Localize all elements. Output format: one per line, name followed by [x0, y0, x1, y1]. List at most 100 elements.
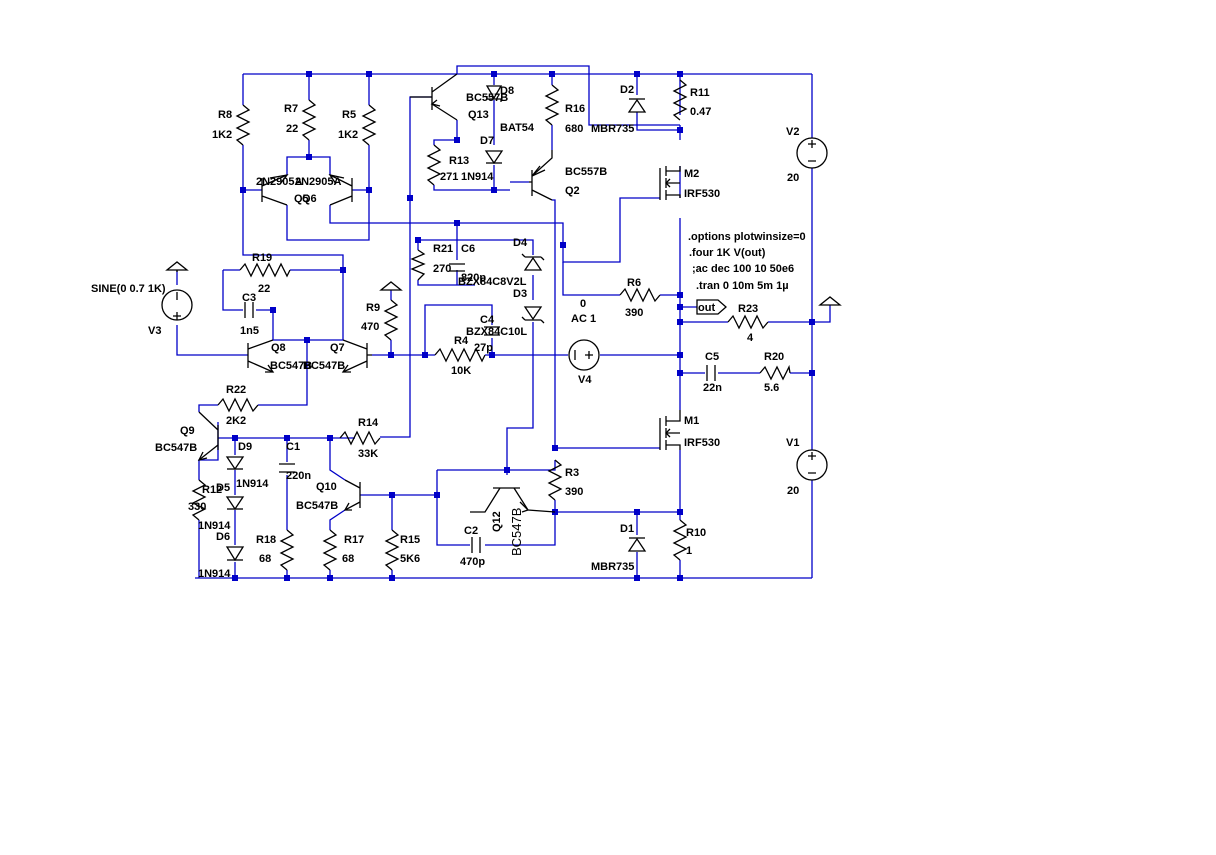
label-d3: D3	[513, 288, 527, 300]
label-m2: M2	[684, 168, 699, 180]
label-r16: R16	[565, 103, 585, 115]
capacitor-c4	[484, 326, 500, 336]
type-d4: BZX84C8V2L	[458, 276, 527, 288]
value-c3: 1n5	[240, 325, 259, 337]
transistor-q10	[343, 479, 361, 511]
label-q2: Q2	[565, 185, 580, 197]
value-r21: 270	[433, 263, 451, 275]
label-d8: D8	[500, 85, 514, 97]
label-d7: D7	[480, 135, 494, 147]
label-v1: V1	[786, 437, 799, 449]
value-r6: 390	[625, 307, 643, 319]
component-labels: R8 1K2 R7 22 R5 1K2 BC557B Q13 D8 BAT54 …	[91, 84, 799, 580]
type-m1: IRF530	[684, 437, 720, 449]
type-d5: 1N914	[198, 520, 231, 532]
label-d2: D2	[620, 84, 634, 96]
value-r14: 33K	[358, 448, 378, 460]
diode-d9	[225, 456, 245, 471]
transistor-q5	[261, 174, 289, 206]
type-d2: MBR735	[591, 123, 634, 135]
label-r23: R23	[738, 303, 758, 315]
label-d4: D4	[513, 237, 528, 249]
value-c1: 220n	[286, 470, 311, 482]
resistor-r4	[434, 347, 486, 363]
value-r15: 5K6	[400, 553, 420, 565]
source-v2	[796, 137, 828, 169]
value-c5: 22n	[703, 382, 722, 394]
diode-d1	[627, 537, 647, 552]
resistor-r18	[279, 529, 295, 571]
label-r7: R7	[284, 103, 298, 115]
label-q10: Q10	[316, 481, 337, 493]
label-d6: D6	[216, 531, 230, 543]
zener-d3	[521, 306, 545, 324]
directive-options: .options plotwinsize=0	[688, 231, 806, 243]
type-q6: 2N2905A	[295, 176, 342, 188]
type-m2: IRF530	[684, 188, 720, 200]
source-v4	[568, 339, 600, 371]
resistor-r16	[544, 84, 560, 126]
type-d6: 1N914	[198, 568, 231, 580]
label-m1: M1	[684, 415, 699, 427]
label-c6: C6	[461, 243, 475, 255]
value-r13: 271	[440, 171, 458, 183]
label-r11: R11	[690, 87, 710, 99]
resistor-r9	[383, 299, 399, 341]
label-r17: R17	[344, 534, 364, 546]
label-q6: Q6	[302, 193, 317, 205]
resistor-r13	[426, 144, 442, 186]
label-q13: Q13	[468, 109, 489, 121]
label-c2: C2	[464, 525, 478, 537]
resistor-r10	[672, 519, 688, 561]
net-label-out	[696, 299, 727, 315]
value-v1: 20	[787, 485, 799, 497]
resistor-r14	[339, 430, 381, 446]
resistor-r20	[759, 364, 791, 381]
resistor-r23	[727, 314, 769, 330]
capacitor-c3	[244, 302, 254, 318]
label-r15: R15	[400, 534, 420, 546]
diode-d2	[627, 98, 647, 113]
resistor-r5	[361, 104, 377, 146]
capacitor-c1	[279, 463, 295, 473]
value-r8: 1K2	[212, 129, 232, 141]
label-r20: R20	[764, 351, 784, 363]
type-q13: BC557B	[466, 92, 508, 104]
value-v4-ac: AC 1	[571, 313, 596, 325]
value-v4-dc: 0	[580, 298, 586, 310]
value-c6: 820p	[461, 272, 486, 284]
value-c2: 470p	[460, 556, 485, 568]
label-r8: R8	[218, 109, 232, 121]
transistor-q6	[328, 174, 353, 206]
resistor-r19	[239, 262, 291, 278]
resistor-r21	[410, 249, 426, 281]
label-r10: R10	[686, 527, 706, 539]
label-r3: R3	[565, 467, 579, 479]
diode-d8	[485, 85, 503, 102]
label-r12: R12	[202, 484, 222, 496]
capacitor-c2	[471, 537, 481, 553]
type-d7: 1N914	[461, 171, 494, 183]
type-q8: BC547B	[270, 360, 312, 372]
value-r12: 330	[188, 501, 206, 513]
resistor-r12	[191, 479, 207, 521]
label-d5: D5	[216, 482, 230, 494]
type-d8: BAT54	[500, 122, 535, 134]
zener-d4	[521, 253, 545, 271]
directive-four: .four 1K V(out)	[689, 247, 766, 259]
spice-directives: .options plotwinsize=0 .four 1K V(out) ;…	[688, 231, 806, 292]
diode-d6	[225, 546, 245, 562]
source-v1	[796, 449, 828, 481]
label-c3: C3	[242, 292, 256, 304]
label-r9: R9	[366, 302, 380, 314]
diode-d7	[484, 150, 504, 165]
type-d9: 1N914	[236, 478, 269, 490]
resistor-r15	[384, 529, 400, 571]
value-r10: 1	[686, 545, 692, 557]
label-r19: R19	[252, 252, 272, 264]
value-r18: 68	[259, 553, 271, 565]
mosfet-m1	[659, 410, 681, 450]
label-r18: R18	[256, 534, 276, 546]
transistor-q9	[197, 411, 219, 461]
